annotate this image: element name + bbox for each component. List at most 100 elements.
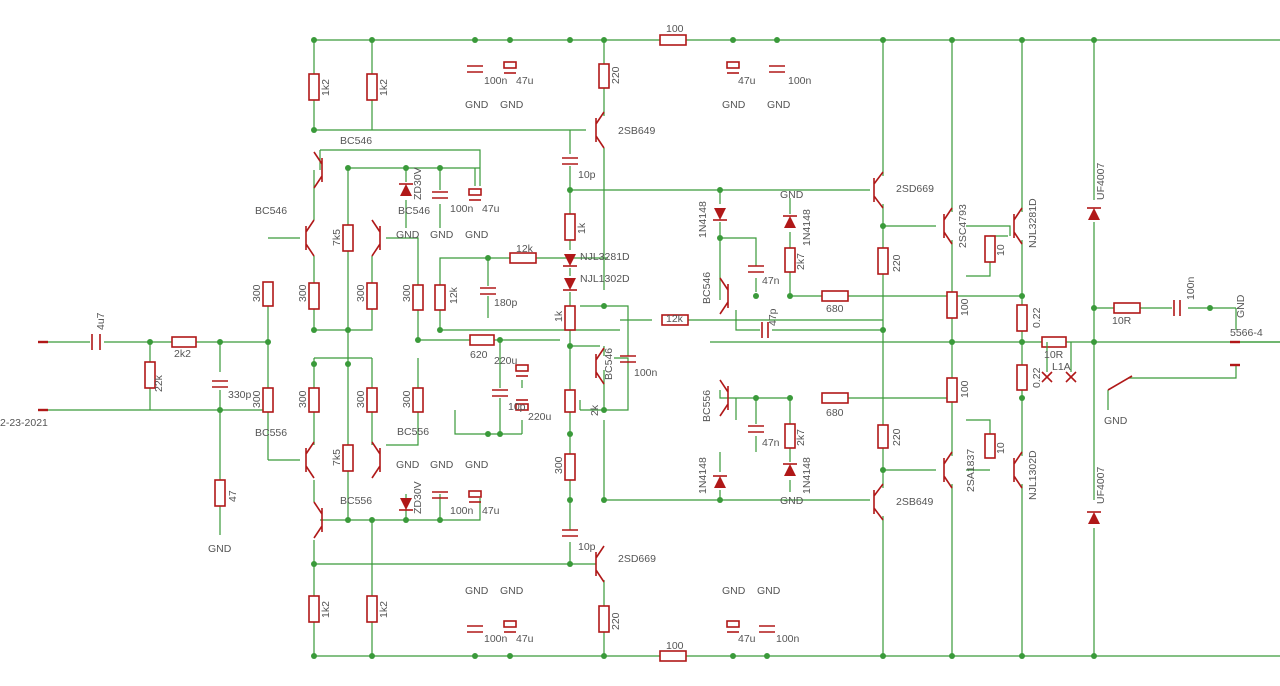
gnd-br-a: GND [722, 585, 746, 597]
cap-100n-br: 100n [776, 633, 800, 645]
r10-top: 10 [995, 244, 1007, 256]
r220-bot-vas: 220 [610, 612, 622, 630]
r300-e: 300 [251, 390, 263, 408]
r12k-mid: 12k [666, 313, 684, 325]
d-njl3281d: NJL3281D [580, 251, 630, 263]
r100-bot-rail: 100 [666, 640, 684, 652]
gnd-47u-bot: GND [465, 459, 489, 471]
r1k2-b: 1k2 [378, 79, 390, 96]
cap-47p: 47p [767, 308, 779, 326]
gnd-input-label: GND [208, 543, 232, 555]
cap-180p-label: 180p [494, 297, 518, 309]
gnd-z-top: GND [396, 229, 420, 241]
q-njl1302d-out: NJL1302D [1027, 450, 1039, 500]
d-uf4007-top: UF4007 [1095, 162, 1107, 200]
q-2sa1837: 2SA1837 [965, 449, 977, 492]
q-bc556-bottom-label: BC556 [340, 495, 372, 507]
r7k5-top: 7k5 [331, 229, 343, 246]
r620-label: 620 [470, 349, 488, 361]
gnd-tr-b: GND [767, 99, 791, 111]
cap-220u-b-label: 220u [528, 411, 552, 423]
q-2sb649-top: 2SB649 [618, 125, 656, 137]
r100-pre-bot: 100 [959, 380, 971, 398]
r12k-vert: 12k [448, 286, 460, 304]
q-bc556-right-label: BC556 [397, 426, 429, 438]
r1k-mid: 1k [553, 310, 565, 322]
r1k-top: 1k [576, 222, 588, 234]
transistors [305, 111, 1023, 583]
q-njl3281d-out: NJL3281D [1027, 198, 1039, 248]
r220-top-vas: 220 [610, 66, 622, 84]
cap-47u-br: 47u [738, 633, 756, 645]
d-njl1302d: NJL1302D [580, 273, 630, 285]
junctions [147, 37, 1213, 659]
cap-100n-top-bias-label: 100n [450, 203, 474, 215]
cap-10p-bot: 10p [578, 541, 596, 553]
r022-top: 0.22 [1031, 307, 1043, 328]
r300-vas-low: 300 [553, 456, 565, 474]
gnd-tl-b: GND [500, 99, 524, 111]
q-bc546-top-label: BC546 [340, 135, 372, 147]
wires [40, 39, 1280, 657]
date-label: 2-23-2021 [0, 417, 48, 429]
zener-top-label: ZD30V [412, 167, 424, 200]
d-1n4148-c: 1N4148 [697, 457, 709, 494]
r10r-out: 10R [1044, 349, 1064, 361]
r100-pre-top: 100 [959, 298, 971, 316]
gnd-diode-bot: GND [780, 495, 804, 507]
d-1n4148-b: 1N4148 [801, 209, 813, 246]
gnd-switch: GND [1104, 415, 1128, 427]
cap-47n-top: 47n [762, 275, 780, 287]
cap-330p-label: 330p [228, 389, 252, 401]
r10-bot: 10 [995, 442, 1007, 454]
r100-top-rail: 100 [666, 23, 684, 35]
inductor-l1a: L1A [1052, 361, 1071, 373]
cap-47u-top-bias-label: 47u [482, 203, 500, 215]
r1k2-a: 1k2 [320, 79, 332, 96]
r022-bot: 0.22 [1031, 367, 1043, 388]
r300-a: 300 [251, 284, 263, 302]
q-bc556-left-label: BC556 [255, 427, 287, 439]
cap-47u-tr: 47u [738, 75, 756, 87]
r2k7-bot: 2k7 [795, 429, 807, 446]
r300-g: 300 [355, 390, 367, 408]
diodes [399, 183, 1101, 524]
gnd-100n-bot: GND [430, 459, 454, 471]
relay-switch [1107, 340, 1240, 391]
cap-47u-tl: 47u [516, 75, 534, 87]
r300-c: 300 [355, 284, 367, 302]
r220-drv-bot: 220 [891, 428, 903, 446]
cap-4u7-label: 4u7 [95, 312, 107, 330]
cap-100n-tl: 100n [484, 75, 508, 87]
components [38, 34, 1240, 662]
r1k2-d: 1k2 [378, 601, 390, 618]
cap-47n-bot: 47n [762, 437, 780, 449]
d-1n4148-d: 1N4148 [801, 457, 813, 494]
r300-d: 300 [401, 284, 413, 302]
cap-100n-bot-bias-label: 100n [450, 505, 474, 517]
q-bc556-prot: BC556 [701, 390, 713, 422]
r2k7-top: 2k7 [795, 253, 807, 270]
gnd-bl-b: GND [500, 585, 524, 597]
r12k-horiz-label: 12k [516, 243, 534, 255]
inductor-marks [1041, 342, 1077, 383]
r680-top: 680 [826, 303, 844, 315]
capacitors [212, 61, 1181, 633]
q-2sd669-bot: 2SD669 [618, 553, 656, 565]
gnd-z-bot: GND [396, 459, 420, 471]
q-2sc4793: 2SC4793 [957, 204, 969, 248]
gnd-zobel: GND [1235, 294, 1247, 318]
gnd-tl-a: GND [465, 99, 489, 111]
cap-220u-a-label: 220u [494, 355, 518, 367]
resistor-bodies [144, 34, 1141, 662]
r220-drv-top: 220 [891, 254, 903, 272]
r1k2-c: 1k2 [320, 601, 332, 618]
cap-100n-vbe: 100n [634, 367, 658, 379]
gnd-100n-top: GND [430, 229, 454, 241]
cap-100n-zobel: 100n [1185, 276, 1197, 300]
r300-b: 300 [297, 284, 309, 302]
d-1n4148-a: 1N4148 [697, 201, 709, 238]
q-2sb649-drv: 2SB649 [896, 496, 934, 508]
cap-47u-bl: 47u [516, 633, 534, 645]
